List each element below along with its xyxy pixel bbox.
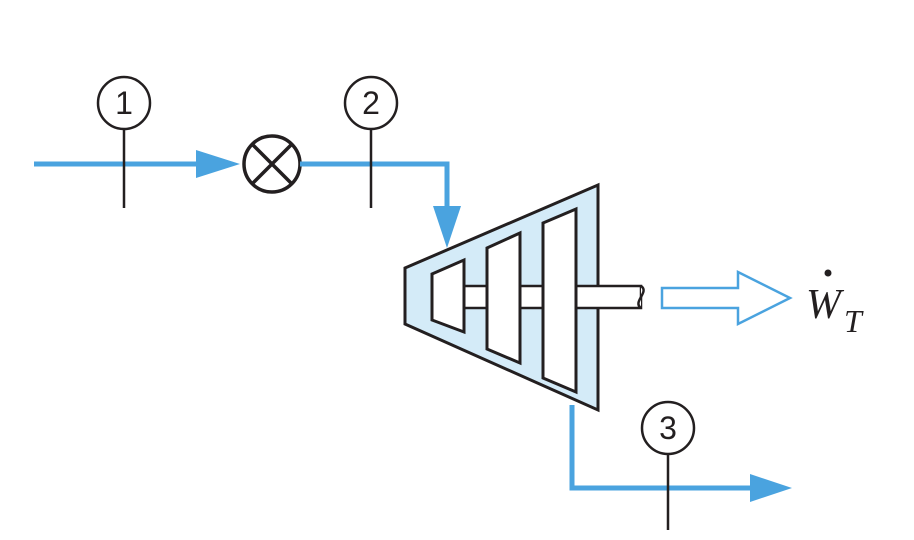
state-circle-1 [96, 75, 152, 131]
inlet-arrowhead [196, 150, 240, 178]
throttling-valve-icon [242, 134, 302, 194]
work-symbol: W [806, 282, 845, 328]
valve-to-turbine-line [300, 161, 450, 210]
valve-to-turbine-flow [300, 161, 461, 248]
work-subscript: T [844, 303, 864, 339]
exhaust-flow [569, 405, 792, 502]
state-label-2: 2 [362, 85, 380, 121]
state-circle-2 [343, 75, 399, 131]
work-dot [824, 269, 832, 277]
hollow-arrow-icon [660, 269, 793, 327]
inlet-flow [34, 150, 240, 178]
blade-stage-3 [541, 206, 578, 395]
state-marker-3: 3 [640, 400, 696, 530]
state-label-3: 3 [659, 410, 677, 446]
work-output-label: W T [806, 269, 864, 339]
blade-stage-2 [485, 230, 522, 366]
state-marker-2: 2 [343, 75, 399, 208]
work-output-arrow [660, 269, 793, 327]
shaft-break [637, 284, 645, 310]
state-circle-3 [640, 400, 696, 456]
blade-stage-1 [430, 257, 466, 335]
turbine-icon [403, 182, 645, 413]
state-marker-1: 1 [96, 75, 152, 208]
exhaust-arrowhead [750, 474, 792, 502]
exhaust-flow-line [569, 405, 752, 491]
turbine-inlet-arrowhead [433, 206, 461, 248]
state-label-1: 1 [115, 85, 133, 121]
